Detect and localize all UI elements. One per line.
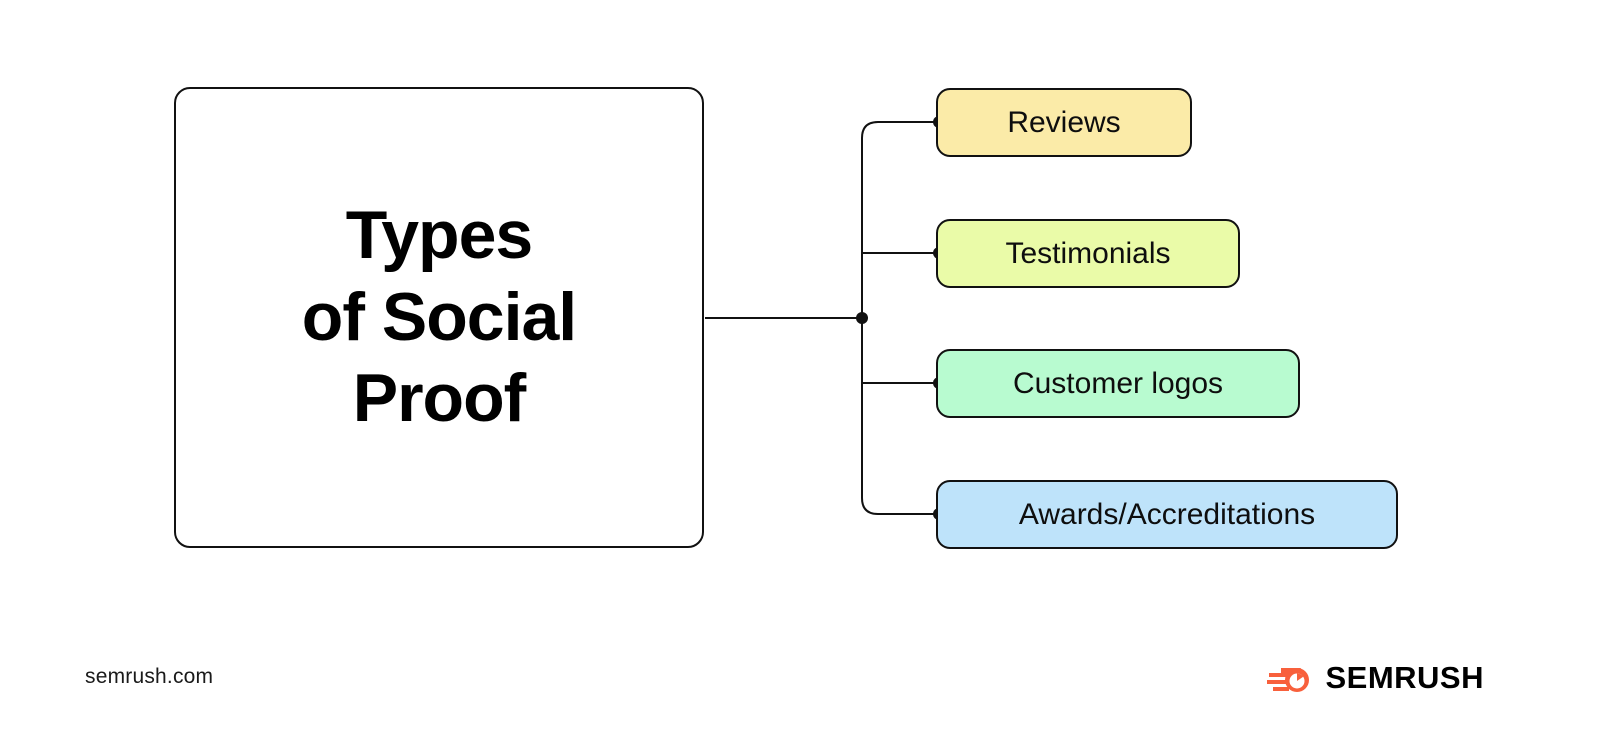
brand-wordmark: SEMRUSH <box>1325 660 1484 695</box>
branch-box-awards: Awards/Accreditations <box>936 480 1398 549</box>
branch-box-customer-logos: Customer logos <box>936 349 1300 418</box>
page-title: Types of Social Proof <box>301 197 577 437</box>
branch-box-testimonials: Testimonials <box>936 219 1240 288</box>
branch-label-awards: Awards/Accreditations <box>1018 497 1316 531</box>
semrush-comet-icon <box>1267 668 1310 692</box>
branch-label-customer-logos: Customer logos <box>1012 366 1224 400</box>
branch-label-reviews: Reviews <box>1007 105 1121 139</box>
branch-box-reviews: Reviews <box>936 88 1192 157</box>
brand-logo: SEMRUSH <box>1267 660 1484 696</box>
root-concept-box: Types of Social Proof <box>174 87 704 548</box>
junction-dot <box>856 312 868 324</box>
branch-label-testimonials: Testimonials <box>1005 236 1171 270</box>
source-url-label: semrush.com <box>85 665 214 688</box>
